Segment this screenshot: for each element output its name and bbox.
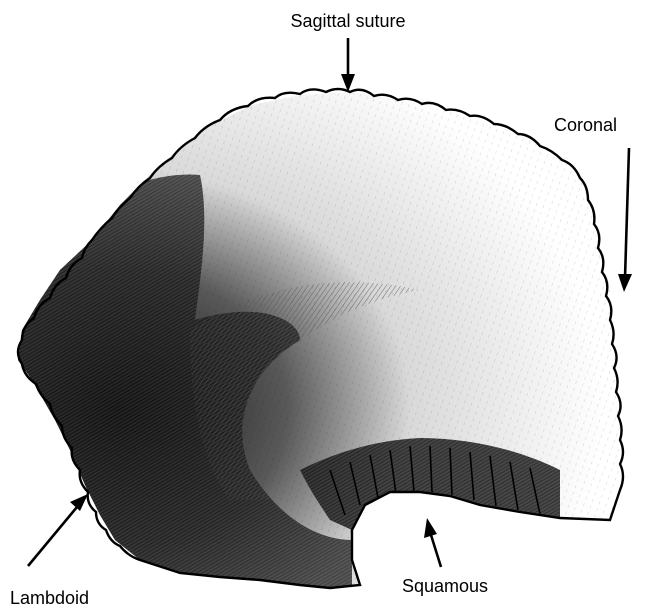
lambdoid-arrowhead: [70, 494, 88, 511]
bone-shading: [0, 80, 651, 610]
lambdoid-arrow-line: [28, 507, 77, 566]
lambdoid-annotation: Lambdoid: [10, 494, 89, 608]
coronal-arrow-line: [625, 148, 629, 278]
parietal-bone: [0, 80, 651, 610]
squamous-arrowhead: [424, 518, 437, 538]
lambdoid-label: Lambdoid: [10, 588, 89, 608]
sagittal-annotation: Sagittal suture: [290, 11, 405, 92]
squamous-arrow-line: [431, 535, 441, 567]
coronal-label: Coronal: [554, 115, 617, 135]
sagittal-label: Sagittal suture: [290, 11, 405, 31]
coronal-arrowhead: [618, 274, 632, 292]
squamous-label: Squamous: [402, 576, 488, 596]
squamous-annotation: Squamous: [402, 518, 488, 596]
